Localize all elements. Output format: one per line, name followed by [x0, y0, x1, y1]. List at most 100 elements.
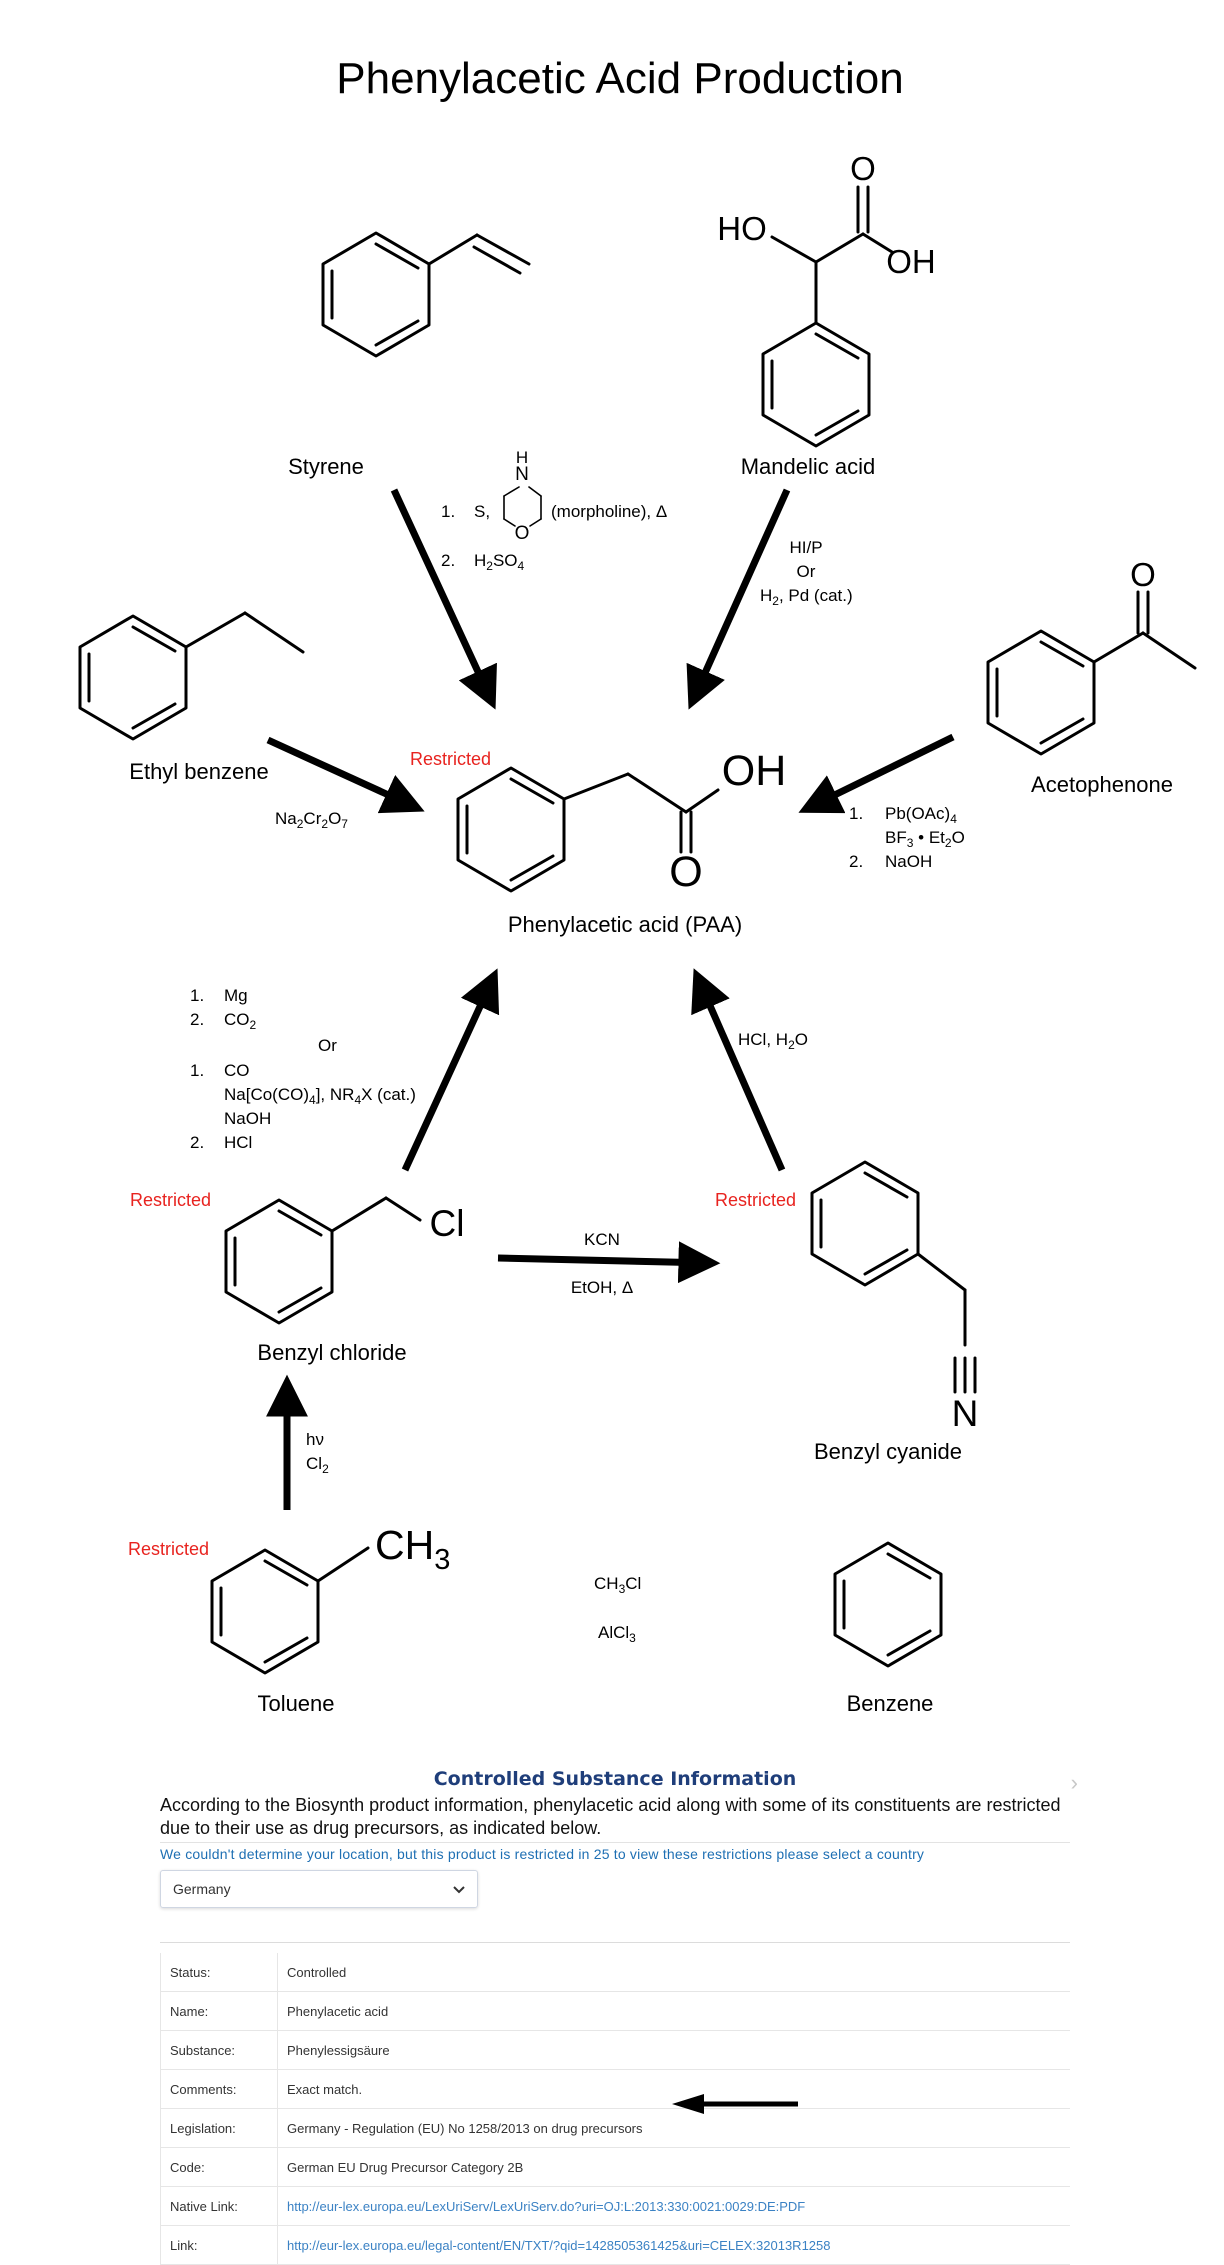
phenylacetic-acid-structure [456, 766, 720, 893]
condition-step-number: 1. [849, 804, 863, 823]
compound-name-benzyl-cyanide: Benzyl cyanide [814, 1439, 962, 1464]
condition-step-number: 1. [190, 986, 204, 1005]
row-value: German EU Drug Precursor Category 2B [277, 2147, 1070, 2187]
row-key: Name: [160, 1991, 278, 2031]
compound-name-benzene: Benzene [847, 1691, 934, 1716]
row-key: Substance: [160, 2030, 278, 2070]
arrow-benzylcyanide-to-paa [691, 968, 786, 1172]
atom-ch3: CH3 [375, 1522, 450, 1576]
row-key: Status: [160, 1953, 278, 1992]
condition-reagent: HCl, H2O [738, 1030, 808, 1052]
row-value: Phenylessigsäure [277, 2030, 1070, 2070]
condition-reagent: CO [224, 1061, 250, 1080]
benzyl-cyanide-structure [810, 1160, 977, 1394]
atom-ho: HO [717, 210, 767, 247]
arrow-ethylbenzene-to-paa [266, 736, 425, 814]
condition-reagent: NaOH [224, 1109, 271, 1128]
table-row: Native Link:http://eur-lex.europa.eu/Lex… [160, 2186, 1070, 2226]
atom-oh: OH [886, 243, 936, 280]
condition-reagent: CO2 [224, 1010, 257, 1032]
restricted-label: Restricted [128, 1539, 209, 1559]
condition-reagent: CH3Cl [594, 1574, 641, 1596]
restricted-label: Restricted [715, 1190, 796, 1210]
compound-name-mandelic-acid: Mandelic acid [741, 454, 876, 479]
condition-reagent: HCl [224, 1133, 252, 1152]
acetophenone-structure [986, 590, 1197, 756]
divider [160, 1842, 1070, 1843]
condition-step-number: 2. [849, 852, 863, 871]
condition-reagent: Or [318, 1036, 337, 1055]
atom-o: O [669, 848, 702, 896]
row-key: Link: [160, 2225, 278, 2265]
atom-o: O [1130, 556, 1156, 593]
page-title: Phenylacetic Acid Production [336, 54, 903, 103]
condition-reagent: Pb(OAc)4 [885, 804, 957, 826]
atom-cl: Cl [430, 1203, 465, 1244]
row-key: Code: [160, 2147, 278, 2187]
restricted-label: Restricted [130, 1190, 211, 1210]
condition-step-number: 1. [190, 1061, 204, 1080]
condition-reagent: H2, Pd (cat.) [760, 586, 853, 608]
arrow-benzylchloride-to-benzylcyanide [497, 1241, 721, 1284]
condition-reagent: (morpholine), Δ [551, 502, 667, 521]
compound-name-benzyl-chloride: Benzyl chloride [257, 1340, 406, 1365]
arrow-benzylchloride-to-paa [401, 968, 500, 1172]
table-row: Substance:Phenylessigsäure [160, 2030, 1070, 2070]
compound-name-toluene: Toluene [257, 1691, 334, 1716]
restricted-label: Restricted [410, 749, 491, 769]
morpholine-structure [503, 486, 542, 527]
atom-o: O [515, 523, 530, 544]
row-key: Legislation: [160, 2108, 278, 2148]
controlled-substance-panel: Controlled Substance Information › Accor… [160, 1768, 1078, 2265]
condition-reagent: BF3 • Et2O [885, 828, 965, 850]
atom-o: O [850, 150, 876, 187]
condition-reagent: S, [474, 502, 490, 521]
row-link[interactable]: http://eur-lex.europa.eu/legal-content/E… [277, 2225, 1070, 2265]
chevron-right-icon[interactable]: › [1070, 1770, 1078, 1795]
table-row: Comments:Exact match. [160, 2069, 1070, 2109]
condition-reagent: AlCl3 [598, 1623, 636, 1645]
arrow-mandelic-to-paa [686, 488, 791, 710]
condition-reagent: EtOH, Δ [571, 1278, 633, 1297]
row-key: Native Link: [160, 2186, 278, 2226]
reaction-scheme: Phenylacetic Acid Production [78, 54, 1197, 1716]
atom-n: N [515, 464, 529, 485]
condition-step-number: 2. [190, 1133, 204, 1152]
location-notice: We couldn't determine your location, but… [160, 1846, 925, 1862]
divider [160, 1942, 1070, 1943]
styrene-structure [321, 231, 531, 358]
condition-step-number: 2. [441, 551, 455, 570]
country-select-value: Germany [173, 1881, 231, 1897]
table-row: Status:Controlled [160, 1953, 1070, 1992]
panel-title: Controlled Substance Information [433, 1768, 797, 1790]
condition-reagent: NaOH [885, 852, 932, 871]
compound-name-acetophenone: Acetophenone [1031, 772, 1173, 797]
compound-name-paa: Phenylacetic acid (PAA) [508, 912, 742, 937]
mandelic-acid-structure [761, 185, 894, 448]
condition-step-number: 1. [441, 502, 455, 521]
pointer-arrow [672, 2094, 798, 2114]
row-value: Phenylacetic acid [277, 1991, 1070, 2031]
row-value: Germany - Regulation (EU) No 1258/2013 o… [277, 2108, 1070, 2148]
arrow-acetophenone-to-paa [798, 733, 955, 814]
compound-name-ethyl-benzene: Ethyl benzene [129, 759, 268, 784]
row-value: Exact match. [277, 2069, 1070, 2109]
table-row: Code:German EU Drug Precursor Category 2… [160, 2147, 1070, 2187]
row-value: Controlled [277, 1953, 1070, 1992]
row-key: Comments: [160, 2069, 278, 2109]
row-link[interactable]: http://eur-lex.europa.eu/LexUriServ/LexU… [277, 2186, 1070, 2226]
condition-reagent: Mg [224, 986, 248, 1005]
table-row: Name:Phenylacetic acid [160, 1991, 1070, 2031]
table-row: Link:http://eur-lex.europa.eu/legal-cont… [160, 2225, 1070, 2265]
ethyl-benzene-structure [78, 611, 305, 741]
country-select[interactable]: Germany [160, 1870, 478, 1908]
atom-h: H [516, 448, 528, 467]
benzene-structure [833, 1541, 943, 1668]
condition-reagent: KCN [584, 1230, 620, 1249]
arrow-styrene-to-paa [390, 488, 497, 710]
condition-reagent: Na2Cr2O7 [275, 809, 348, 831]
compound-name-styrene: Styrene [288, 454, 364, 479]
condition-reagent: hν [306, 1430, 324, 1449]
condition-reagent: HI/P [789, 538, 822, 557]
